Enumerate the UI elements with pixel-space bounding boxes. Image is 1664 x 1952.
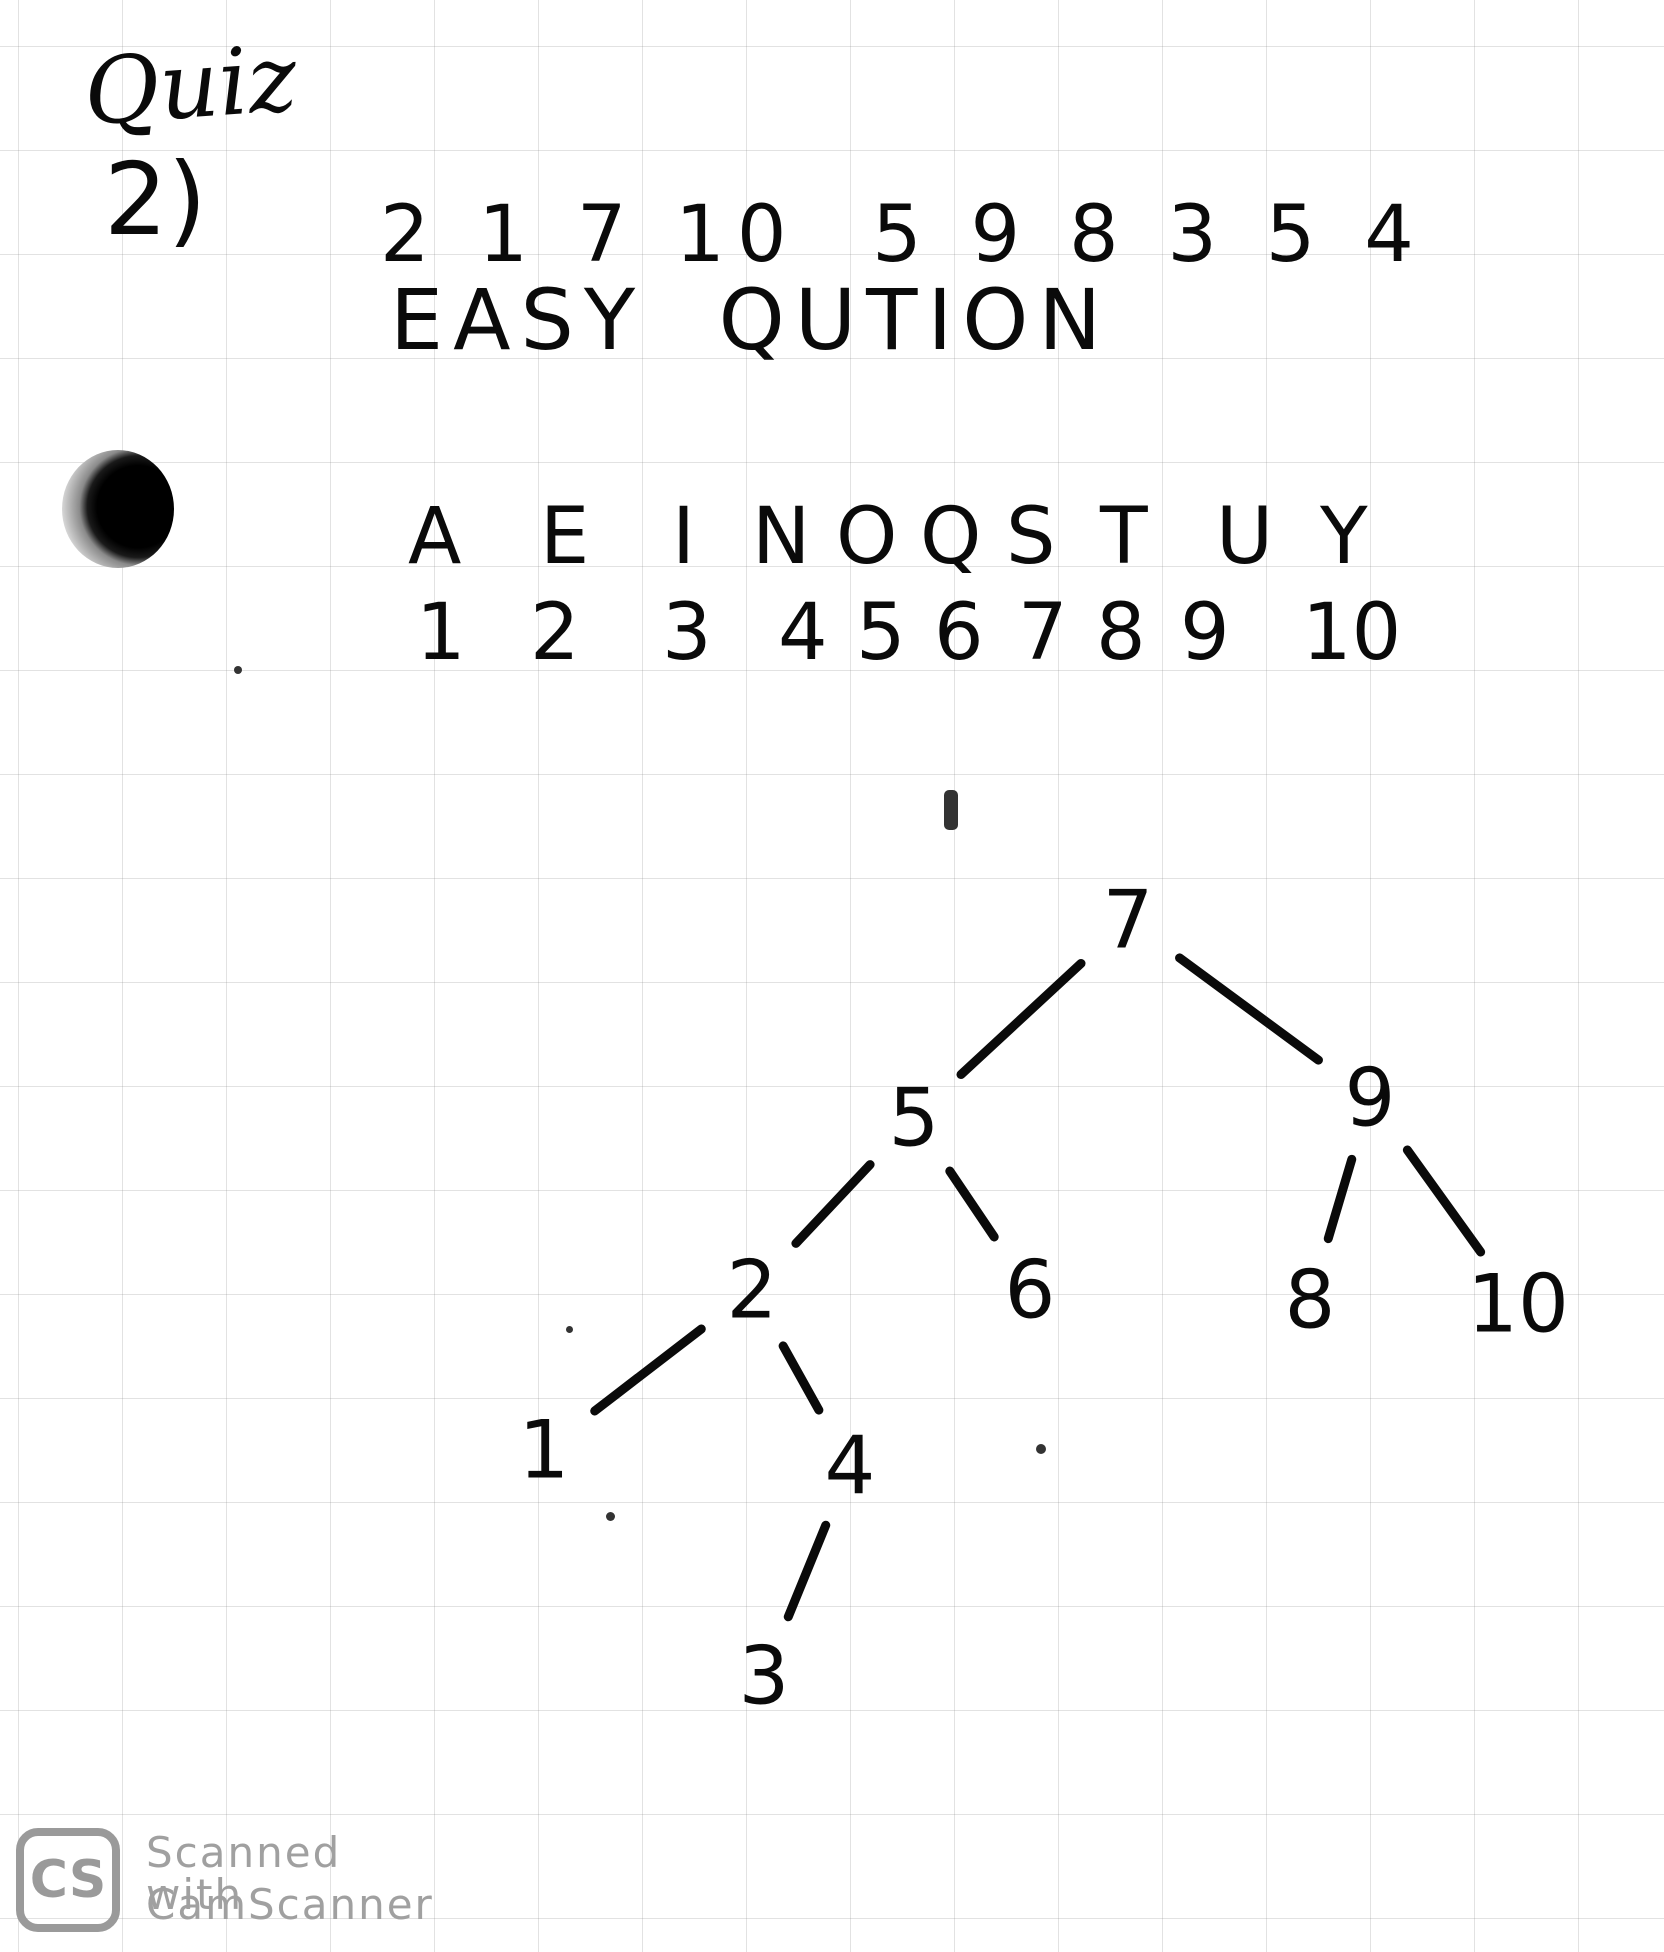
watermark-line-1: Scanned with xyxy=(146,1828,342,1919)
tree-edge-2-1 xyxy=(590,1324,706,1416)
key-number: 8 xyxy=(1096,588,1146,678)
key-letter: N xyxy=(752,492,811,582)
key-number: 5 xyxy=(856,588,906,678)
tree-node-8: 8 xyxy=(1285,1254,1336,1347)
tree-edge-5-2 xyxy=(791,1160,875,1248)
key-number: 10 xyxy=(1302,588,1402,678)
speck xyxy=(234,666,242,674)
tree-node-10: 10 xyxy=(1467,1258,1569,1351)
key-letter: U xyxy=(1216,492,1274,582)
tree-edge-7-5 xyxy=(956,958,1086,1080)
camscanner-watermark: CS Scanned with CamScanner xyxy=(16,1828,436,1938)
tree-nodes: 7 5 9 2 6 8 10 1 4 3 xyxy=(519,874,1569,1723)
key-letter: S xyxy=(1006,492,1056,582)
key-number: 9 xyxy=(1180,588,1230,678)
key-number: 6 xyxy=(934,588,984,678)
tree-node-9: 9 xyxy=(1345,1052,1396,1145)
key-number: 4 xyxy=(778,588,828,678)
number-sequence: 2 1 7 10 5 9 8 3 5 4 xyxy=(380,190,1426,280)
punch-hole xyxy=(62,450,174,568)
tree-node-1: 1 xyxy=(519,1404,570,1497)
tree-edge-4-3 xyxy=(783,1520,831,1622)
tree-node-7: 7 xyxy=(1103,874,1154,967)
tree-node-3: 3 xyxy=(739,1630,790,1723)
key-number: 3 xyxy=(662,588,712,678)
tree-edge-7-9 xyxy=(1175,953,1323,1065)
speck xyxy=(606,1512,615,1521)
watermark-line-2: CamScanner xyxy=(146,1880,434,1929)
key-number: 7 xyxy=(1018,588,1068,678)
key-number: 2 xyxy=(530,588,580,678)
tree-node-4: 4 xyxy=(825,1420,876,1513)
key-letter: T xyxy=(1100,492,1148,582)
tree-edge-9-10 xyxy=(1402,1145,1486,1257)
speck xyxy=(944,790,958,830)
key-number: 1 xyxy=(416,588,466,678)
tree-edge-2-4 xyxy=(778,1341,824,1415)
key-letter: O xyxy=(836,492,898,582)
phrase: EASY QUTION xyxy=(390,271,1112,369)
tree-edge-5-6 xyxy=(945,1166,999,1242)
key-letter: I xyxy=(672,492,696,582)
question-number: 2) xyxy=(104,141,207,258)
tree-edge-9-8 xyxy=(1323,1154,1357,1244)
tree-node-5: 5 xyxy=(889,1072,940,1165)
key-letter: Q xyxy=(920,492,982,582)
camscanner-logo-icon: CS xyxy=(16,1828,120,1932)
key-letter: A xyxy=(408,492,462,582)
speck xyxy=(566,1326,573,1333)
speck xyxy=(1036,1444,1046,1454)
key-letter: E xyxy=(540,492,590,582)
tree-node-2: 2 xyxy=(727,1244,778,1337)
tree-node-6: 6 xyxy=(1005,1244,1056,1337)
key-letter: Y xyxy=(1320,492,1368,582)
tree-edges xyxy=(590,953,1486,1622)
